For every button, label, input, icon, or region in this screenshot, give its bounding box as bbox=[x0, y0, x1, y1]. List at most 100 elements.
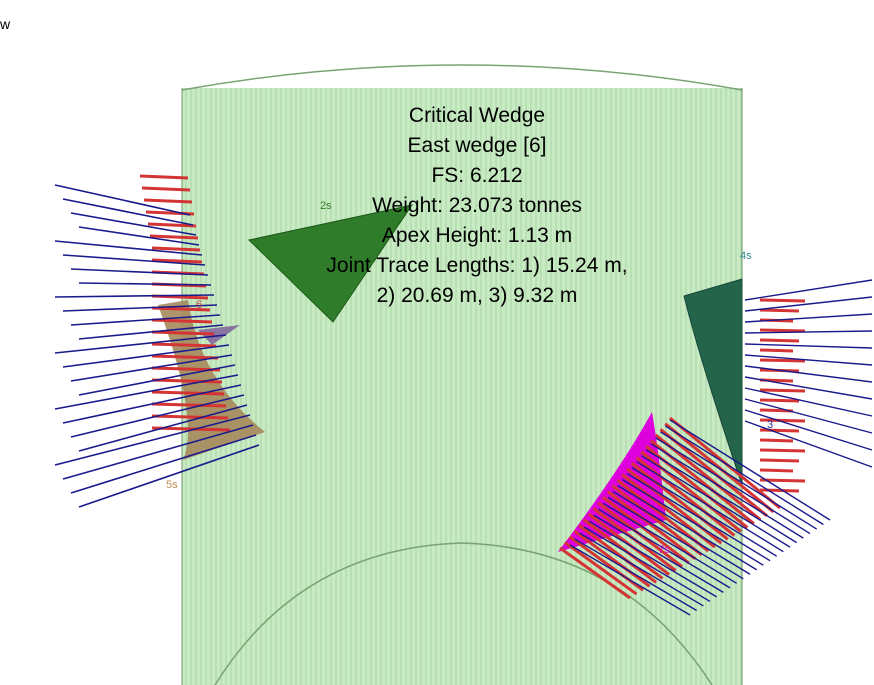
rock-bolt-blue bbox=[62, 344, 230, 368]
rock-bolt-red bbox=[759, 438, 794, 443]
rock-bolt-blue bbox=[612, 490, 751, 575]
rock-bolt-red bbox=[151, 246, 201, 252]
rock-bolt-red bbox=[147, 222, 197, 228]
rock-bolt-blue bbox=[78, 226, 200, 246]
rock-bolt-red bbox=[151, 306, 211, 312]
rock-bolt-blue bbox=[598, 508, 731, 589]
rock-bolt-blue bbox=[54, 240, 203, 256]
rock-bolt-blue bbox=[78, 364, 236, 396]
info-apex-height: Apex Height: 1.13 m bbox=[381, 224, 573, 247]
rock-bolt-red bbox=[759, 338, 800, 343]
rock-bolt-red bbox=[151, 414, 229, 420]
rock-bolt-red bbox=[151, 342, 217, 348]
rock-bolt-blue bbox=[54, 334, 227, 354]
rock-bolt-blue bbox=[626, 472, 771, 562]
rock-bolt-red bbox=[151, 390, 225, 396]
rock-bolt-red bbox=[151, 378, 223, 384]
rock-bolt-red bbox=[151, 426, 231, 432]
rock-bolt-red bbox=[759, 358, 806, 363]
rock-bolt-red bbox=[573, 529, 651, 588]
rock-bolt-red bbox=[151, 318, 213, 324]
rock-bolt-blue bbox=[579, 532, 704, 607]
rock-bolt-blue bbox=[607, 496, 744, 580]
wedge-label-5s: 5s bbox=[166, 479, 178, 491]
rock-bolt-blue bbox=[744, 387, 873, 417]
bolt-group-bottom-right bbox=[559, 416, 831, 616]
info-trace-lengths-2: 2) 20.69 m, 3) 9.32 m bbox=[376, 284, 578, 307]
corner-label: w bbox=[0, 16, 11, 32]
rock-bolt-red bbox=[759, 348, 794, 353]
rock-bolt-blue bbox=[62, 424, 254, 480]
rock-bolt-blue bbox=[744, 420, 873, 468]
rock-bolt-red bbox=[583, 518, 664, 580]
rock-bolt-blue bbox=[593, 514, 724, 593]
rock-bolt-blue bbox=[62, 304, 218, 312]
rock-bolt-blue bbox=[744, 376, 873, 400]
rock-bolt-blue bbox=[583, 526, 711, 603]
rock-bolt-red bbox=[559, 546, 631, 600]
bolt-group-right bbox=[744, 279, 873, 493]
rock-bolt-red bbox=[143, 198, 193, 204]
rock-bolt-blue bbox=[54, 294, 215, 298]
rock-bolt-red bbox=[759, 488, 800, 493]
rock-bolt-blue bbox=[664, 425, 824, 526]
rock-bolt-blue bbox=[574, 538, 698, 612]
rock-bolt-red bbox=[759, 448, 806, 453]
rock-bolt-blue bbox=[744, 398, 873, 434]
rock-bolt-red bbox=[759, 428, 800, 433]
info-trace-lengths-1: Joint Trace Lengths: 1) 15.24 m, bbox=[326, 254, 628, 277]
rock-bolt-blue bbox=[70, 314, 221, 326]
rock-bolt-red bbox=[759, 468, 794, 473]
tunnel-bottom-arc bbox=[214, 542, 713, 685]
rock-bolt-red bbox=[759, 458, 800, 463]
rock-bolt-blue bbox=[641, 455, 791, 548]
info-wedge-name: East wedge [6] bbox=[407, 134, 547, 157]
rock-bolt-red bbox=[606, 490, 697, 561]
rock-bolt-blue bbox=[744, 343, 873, 349]
rock-bolt-red bbox=[635, 456, 736, 537]
rock-bolt-blue bbox=[70, 268, 209, 276]
rock-bolt-blue bbox=[62, 254, 206, 266]
rock-bolt-blue bbox=[70, 212, 197, 236]
rock-bolt-red bbox=[759, 418, 806, 423]
rock-bolt-red bbox=[602, 495, 690, 564]
rock-bolt-blue bbox=[744, 354, 873, 366]
info-weight: Weight: 23.073 tonnes bbox=[372, 194, 582, 217]
wedge-label-7s: 7s bbox=[658, 544, 670, 556]
rock-bolt-blue bbox=[78, 324, 224, 340]
rock-bolt-blue bbox=[744, 365, 873, 383]
wedge-2s[interactable] bbox=[247, 204, 414, 323]
rock-bolt-blue bbox=[636, 461, 784, 553]
tunnel-top-arc bbox=[181, 64, 743, 91]
rock-bolt-blue bbox=[669, 419, 831, 521]
rock-bolt-blue bbox=[54, 374, 239, 410]
rock-bolt-red bbox=[151, 330, 215, 336]
rock-bolt-blue bbox=[78, 282, 212, 286]
info-title: Critical Wedge bbox=[408, 104, 546, 127]
rock-bolt-red bbox=[611, 484, 703, 557]
rock-bolt-blue bbox=[617, 484, 758, 571]
rock-bolt-red bbox=[759, 298, 806, 303]
wedge-label-6: 6 bbox=[196, 299, 202, 311]
rock-bolt-blue bbox=[588, 520, 718, 598]
critical-wedge-info: Critical Wedge East wedge [6] FS: 6.212 … bbox=[262, 101, 692, 311]
rock-bolt-blue bbox=[78, 444, 260, 508]
rock-bolt-red bbox=[759, 398, 800, 403]
rock-bolt-red bbox=[759, 308, 800, 313]
rock-bolt-red bbox=[151, 258, 203, 264]
rock-bolt-red bbox=[149, 234, 199, 240]
rock-bolt-blue bbox=[70, 434, 257, 494]
rock-bolt-blue bbox=[54, 414, 251, 466]
rock-bolt-red bbox=[563, 541, 638, 596]
wedge-label-4s: 4s bbox=[740, 250, 752, 262]
rock-bolt-red bbox=[759, 388, 806, 393]
rock-bolt-blue bbox=[622, 478, 764, 566]
rock-bolt-blue bbox=[54, 184, 191, 216]
rock-bolt-blue bbox=[744, 330, 873, 334]
rock-bolt-blue bbox=[569, 544, 691, 616]
rock-bolt-blue bbox=[660, 431, 818, 530]
rock-bolt-red bbox=[151, 402, 227, 408]
rock-bolt-blue bbox=[631, 467, 778, 557]
wedge-label-2s: 2s bbox=[320, 200, 332, 212]
